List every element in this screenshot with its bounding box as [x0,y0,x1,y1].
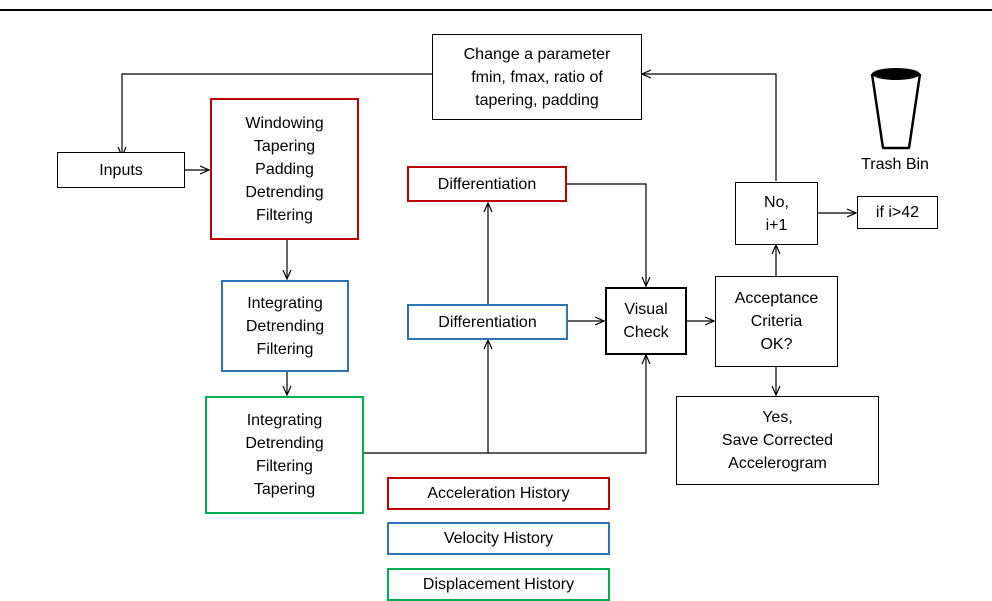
save-accelerogram-box: Yes, Save Corrected Accelerogram [676,396,879,485]
line: i+1 [765,216,788,234]
line: Filtering [256,206,313,224]
inputs-box: Inputs [57,152,185,188]
top-rule [0,9,992,11]
line: Save Corrected [721,432,834,449]
legend-acceleration-history: Acceleration History [387,477,610,510]
no-increment-box: No, i+1 [735,182,818,245]
line: if i>42 [875,204,920,221]
trash-bin-icon [870,68,922,150]
line: No, [764,193,789,211]
preprocessing-box: Windowing Tapering Padding Detrending Fi… [210,98,359,240]
visual-check-box: Visual Check [605,287,687,355]
displacement-integration-box: Integrating Detrending Filtering Taperin… [205,396,364,514]
trash-bin-label: Trash Bin [861,156,929,173]
legend-velocity-history: Velocity History [387,522,610,555]
arrow-displacement-to-diff-vel [364,340,488,454]
line: Detrending [245,183,324,201]
legend-label: Velocity History [443,530,554,547]
acceptance-criteria-box: Acceptance Criteria OK? [715,276,838,367]
line: tapering, padding [475,91,599,109]
velocity-integration-box: Integrating Detrending Filtering [221,280,349,372]
line: Filtering [256,340,314,358]
change-parameter-box: Change a parameter fmin, fmax, ratio of … [432,34,642,120]
legend-label: Acceleration History [427,485,570,502]
line: Tapering [253,481,316,498]
line: Inputs [99,161,143,179]
legend-displacement-history: Displacement History [387,568,610,601]
line: Windowing [245,114,324,132]
legend-label: Displacement History [422,576,575,593]
line: Check [623,324,669,341]
line: Differentiation [438,313,537,331]
line: OK? [760,336,793,353]
line: Detrending [245,435,324,452]
arrow-no-to-change [642,74,777,181]
line: Differentiation [437,175,537,193]
line: Criteria [750,313,803,330]
line: Padding [255,160,314,178]
line: Tapering [253,137,316,155]
line: Integrating [246,412,323,429]
arrow-change-to-inputs [122,73,432,156]
arrow-diff-acc-to-visual [567,183,646,286]
arrow-displacement-to-visual [488,355,646,454]
differentiation-velocity-box: Differentiation [407,304,568,340]
line: Filtering [256,458,313,475]
line: Accelerogram [728,455,827,472]
line: Acceptance [734,290,819,307]
line: Detrending [245,317,325,335]
line: fmin, fmax, ratio of [471,68,603,86]
line: Yes, [762,409,793,426]
iteration-limit-box: if i>42 [857,196,938,229]
differentiation-acceleration-box: Differentiation [407,166,567,202]
line: Change a parameter [463,45,611,63]
line: Visual [624,301,668,318]
line: Integrating [247,294,323,312]
